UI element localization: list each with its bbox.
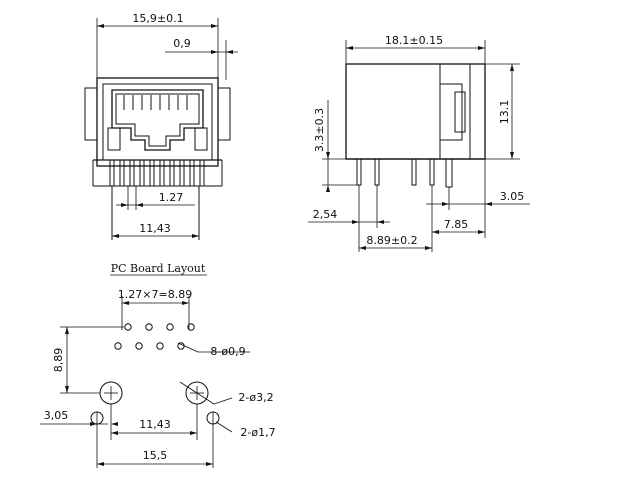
- side-length-dim: 18.1±0.15: [385, 34, 443, 47]
- front-width-dim: 15,9±0.1: [132, 12, 183, 25]
- pcb-mount-span-dim: 11,43: [139, 418, 171, 431]
- side-right-offset-dim: 7.85: [444, 218, 469, 231]
- front-offset-dim: 0,9: [173, 37, 191, 50]
- pcb-height-dim: 8,89: [52, 348, 65, 373]
- front-leg-span-dim: 11,43: [139, 222, 171, 235]
- front-view: 15,9±0.1 0,9: [84, 12, 238, 240]
- pcb-left-offset-dim: 3,05: [44, 409, 69, 422]
- side-row-pitch-dim: 8.89±0.2: [366, 234, 417, 247]
- pcb-layout: PC Board Layout 1.27×7=8.89 8-ø0,9 8,89: [40, 262, 276, 468]
- side-left-offset-dim: 2,54: [313, 208, 338, 221]
- pcb-layout-title: PC Board Layout: [111, 262, 206, 275]
- pcb-signal-holes-dim: 8-ø0,9: [210, 345, 245, 358]
- side-view: 18.1±0.15 13.1 3.3±0.3: [308, 34, 530, 252]
- side-pin-height-dim: 3.3±0.3: [313, 108, 326, 152]
- signal-holes: [114, 323, 195, 350]
- pcb-locating-holes-dim: 2-ø1,7: [240, 426, 275, 439]
- front-pins: [109, 159, 205, 187]
- pcb-mount-holes-dim: 2-ø3,2: [238, 391, 273, 404]
- side-pins: [356, 158, 453, 188]
- pcb-total-width-dim: 15,5: [143, 449, 168, 462]
- contact-fingers: [123, 95, 188, 110]
- side-height-dim: 13.1: [498, 100, 511, 125]
- pcb-pitch-dim: 1.27×7=8.89: [118, 288, 192, 301]
- mount-holes: [99, 381, 209, 405]
- side-rear-offset-dim: 3.05: [500, 190, 525, 203]
- locating-holes: [90, 411, 220, 468]
- front-pin-pitch-dim: 1.27: [159, 191, 184, 204]
